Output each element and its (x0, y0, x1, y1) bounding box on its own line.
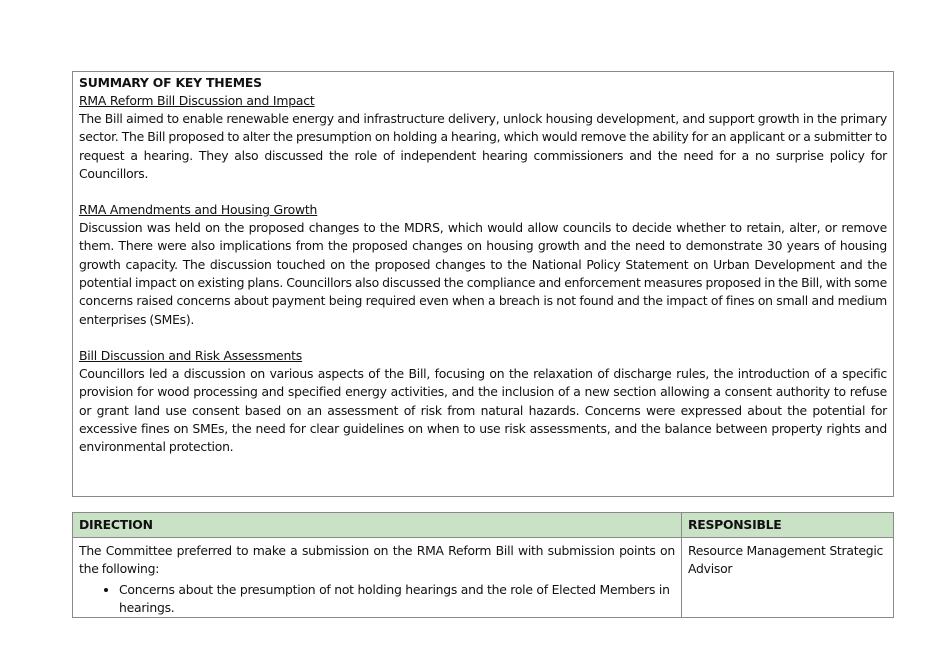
section-heading: RMA Reform Bill Discussion and Impact (79, 93, 315, 108)
section-body: Councillors led a discussion on various … (79, 365, 887, 455)
direction-bullet-list: Concerns about the presumption of not ho… (79, 581, 675, 618)
section-body: The Bill aimed to enable renewable energ… (79, 111, 887, 181)
summary-of-key-themes-box: SUMMARY OF KEY THEMES RMA Reform Bill Di… (72, 71, 894, 497)
summary-title: SUMMARY OF KEY THEMES (79, 75, 262, 90)
section-rma-amendments-housing: RMA Amendments and Housing Growth Discus… (79, 201, 887, 329)
direction-table: DIRECTION RESPONSIBLE The Committee pref… (72, 512, 894, 619)
direction-table-header-row: DIRECTION RESPONSIBLE (72, 512, 894, 538)
direction-column-header: DIRECTION (72, 512, 682, 538)
responsible-column-header: RESPONSIBLE (681, 512, 894, 538)
responsible-cell: Resource Management Strategic Advisor (681, 536, 894, 619)
section-heading: Bill Discussion and Risk Assessments (79, 347, 303, 363)
direction-intro-text: The Committee preferred to make a submis… (79, 543, 675, 577)
direction-cell: The Committee preferred to make a submis… (72, 536, 682, 619)
section-heading: RMA Amendments and Housing Growth (79, 202, 318, 218)
section-bill-risk-assessments: Bill Discussion and Risk Assessments Cou… (79, 347, 887, 456)
section-body: Discussion was held on the proposed chan… (79, 220, 887, 327)
table-row: The Committee preferred to make a submis… (72, 536, 894, 619)
list-item: Concerns about the presumption of not ho… (119, 581, 675, 618)
section-rma-reform-bill: RMA Reform Bill Discussion and Impact Th… (79, 92, 887, 183)
